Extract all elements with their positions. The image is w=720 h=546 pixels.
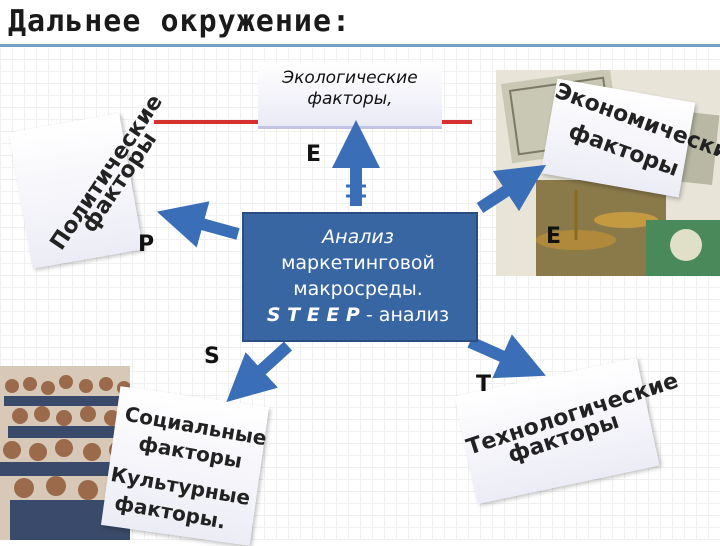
letter-e-right: E [546, 224, 562, 249]
letter-e-top: E [306, 142, 322, 167]
arrow-social [226, 341, 293, 403]
ecological-label-1: Экологические [282, 68, 418, 88]
ecological-box [258, 62, 442, 129]
steep-suffix: - анализ [359, 304, 450, 326]
center-line-4: S T E E P - анализ [242, 302, 474, 328]
page-title: Дальнее окружение: [8, 4, 352, 39]
ecological-label: Экологические факторы, [258, 68, 442, 110]
center-line-2: маркетинговой [281, 252, 435, 274]
title-underline [0, 44, 720, 47]
arrow-political [156, 201, 240, 248]
arrow-technological [467, 334, 546, 379]
center-line-3: макросреды. [293, 278, 423, 300]
letter-t: T [476, 372, 492, 397]
center-line-1: Анализ [322, 226, 394, 248]
letter-s: S [204, 344, 220, 369]
center-text: Анализ маркетинговой макросреды. S T E E… [242, 224, 474, 328]
ecological-label-2: факторы, [307, 89, 393, 109]
center-box [242, 212, 478, 342]
steep-label: S T E E P [266, 304, 360, 326]
letter-p: P [138, 232, 155, 257]
arrow-economic [476, 164, 547, 214]
